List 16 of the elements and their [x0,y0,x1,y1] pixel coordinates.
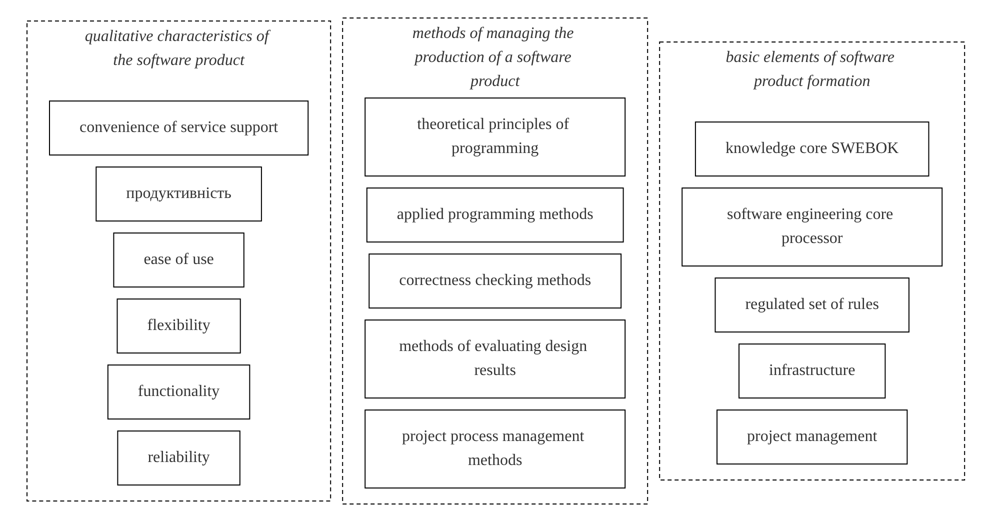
node-box: theoretical principles of programming [364,97,626,176]
node-box: infrastructure [738,343,886,398]
node-box: convenience of service support [49,100,309,155]
node-box: project management [716,409,908,464]
node-box: продуктивність [96,166,262,221]
node-box: ease of use [113,232,245,287]
node-box: project process management methods [364,409,626,488]
node-box: reliability [117,430,241,485]
node-box: applied programming methods [366,187,624,242]
node-box: functionality [108,364,250,419]
node-box: flexibility [116,298,242,353]
node-box: methods of evaluating design results [364,319,626,398]
node-box: knowledge core SWEBOK [695,121,930,176]
node-box: software engineering core processor [682,187,943,266]
node-box: regulated set of rules [714,277,910,332]
node-box: correctness checking methods [368,253,622,308]
